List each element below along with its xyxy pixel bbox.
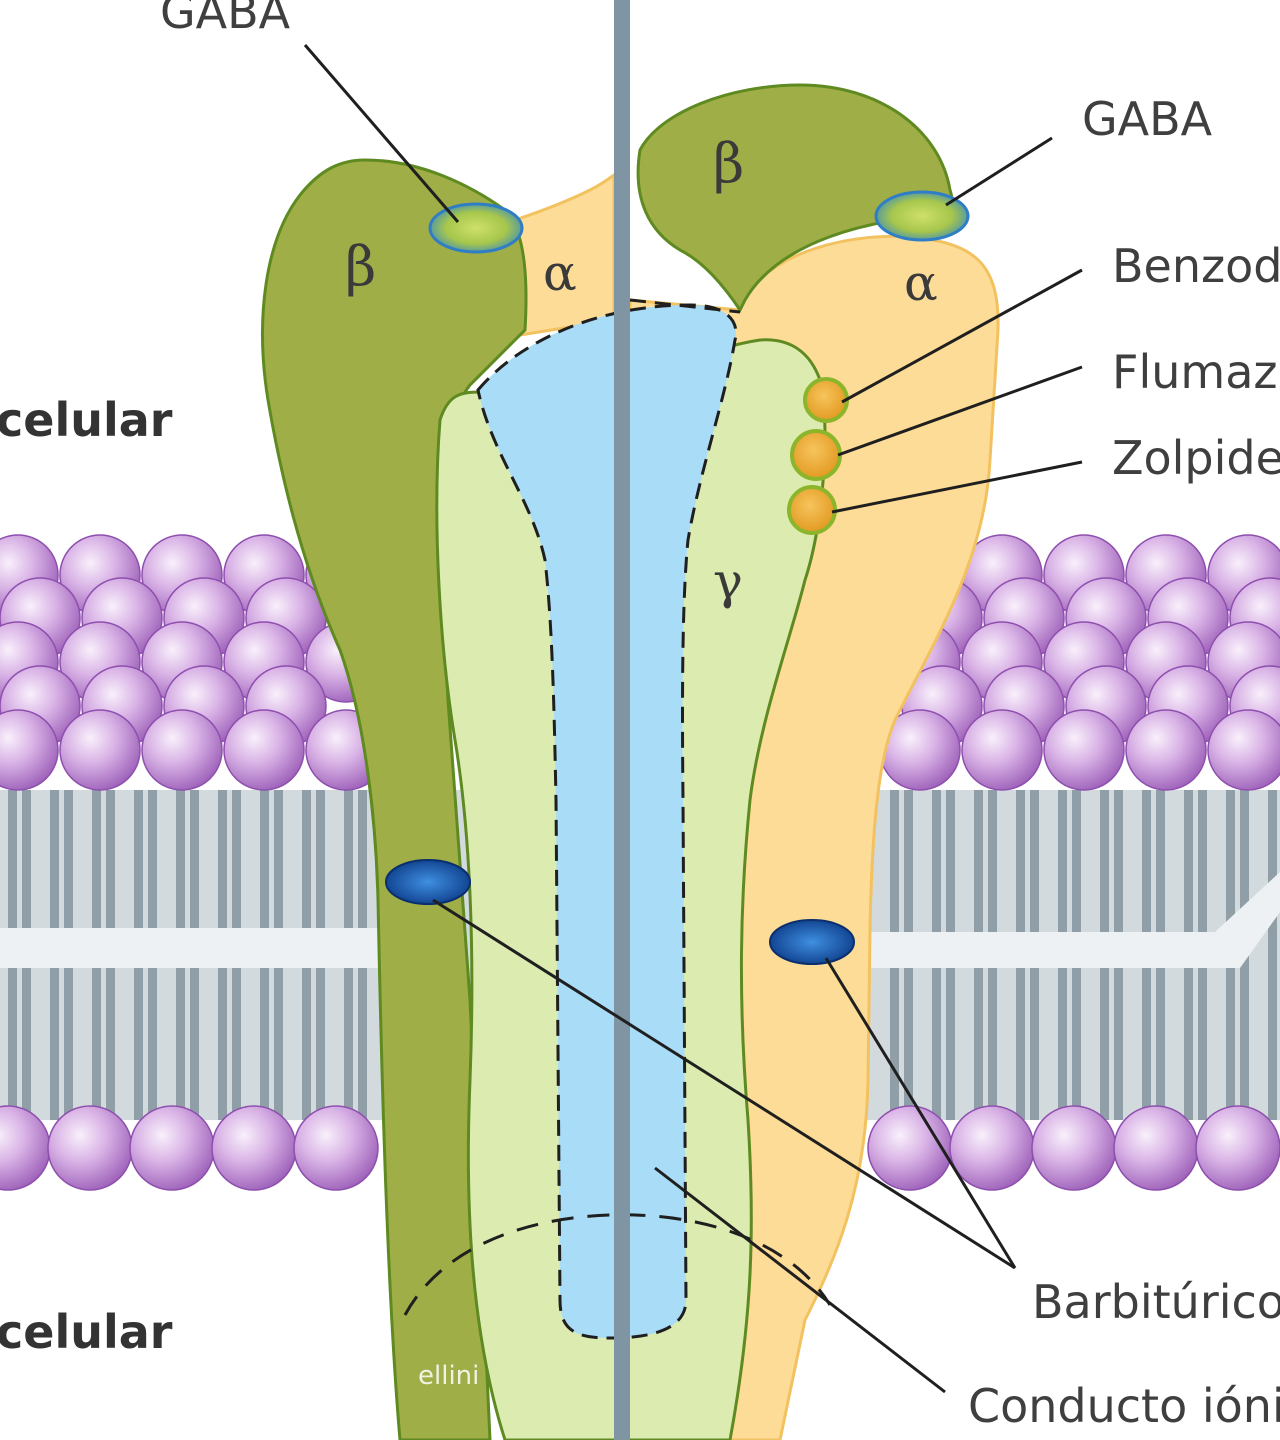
lipid-head [1044,710,1124,790]
lipid-tail [1268,790,1277,1120]
label-gaba-right: GABA [1082,92,1213,146]
lipid-head [950,1106,1034,1190]
zolpidem-site [789,487,835,533]
lipid-head [142,710,222,790]
lipid-head [1126,710,1206,790]
label-flumazenil: Flumaze [1112,345,1280,399]
lipid-head [48,1106,132,1190]
barbiturate-site-left [386,860,470,904]
label-gaba-top: GABA [160,0,291,39]
lipid-head [130,1106,214,1190]
subunit-beta-right: β [713,132,744,195]
subunit-alpha-right: α [904,254,938,312]
lipid-head [224,710,304,790]
lipid-head [962,710,1042,790]
lipid-head [1196,1106,1280,1190]
lipid-head [212,1106,296,1190]
subunit-alpha-left: α [543,244,577,302]
lipid-head [1032,1106,1116,1190]
lipid-head [1114,1106,1198,1190]
label-zolpidem: Zolpide [1112,431,1280,485]
watermark-text: ellini [418,1361,479,1391]
lipid-head [1208,710,1280,790]
label-intracellular: celular [0,1305,173,1359]
benzo-site [805,379,847,421]
flumazenil-site [792,431,840,479]
subunit-beta-left: β [345,235,376,298]
label-extracellular: celular [0,393,173,447]
lipid-head [868,1106,952,1190]
subunit-gamma: γ [713,552,743,610]
leader-gaba-right [946,138,1052,205]
membrane-midline [0,928,380,968]
label-barbituricos: Barbitúrico [1032,1275,1280,1329]
vertical-axis-line [614,0,630,1440]
barbiturate-site-right [770,920,854,964]
lipid-head [60,710,140,790]
label-benzodiazepines: Benzod [1112,239,1280,293]
label-ion-channel: Conducto ióni [968,1379,1280,1433]
lipid-head [294,1106,378,1190]
gaba-site-left [430,204,522,252]
